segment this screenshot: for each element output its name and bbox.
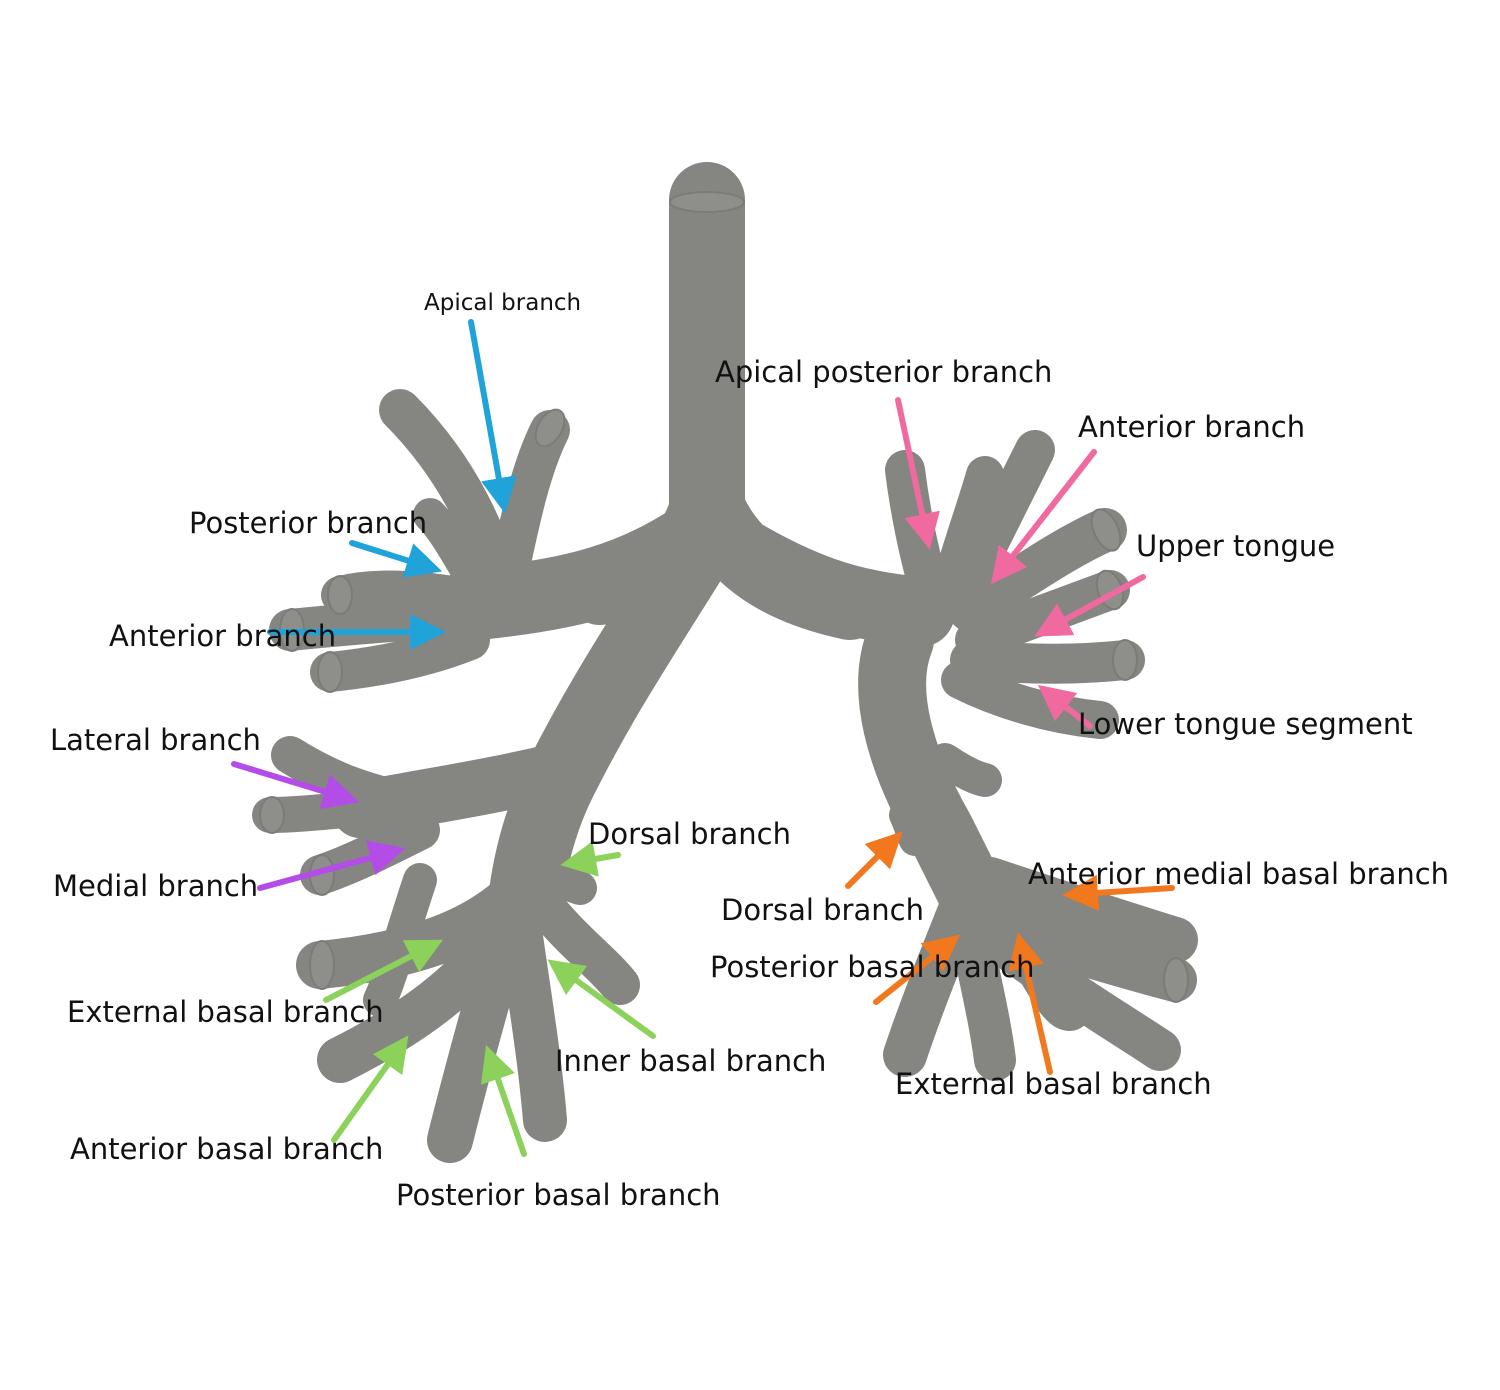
tube-opening: [1163, 957, 1189, 1003]
right-lateral-subbranch: [252, 787, 418, 833]
tube-opening: [259, 796, 285, 834]
label-dorsal-branch-right: Dorsal branch: [588, 817, 791, 851]
arrow-anterior-basal-branch: [331, 1035, 409, 1143]
label-lower-tongue-segment: Lower tongue segment: [1078, 707, 1413, 741]
label-upper-tongue: Upper tongue: [1136, 529, 1335, 563]
tube-opening: [534, 408, 566, 448]
trachea-opening: [669, 191, 745, 213]
left-lower-tongue: [950, 640, 1145, 684]
arrow-lateral-branch: [231, 761, 360, 809]
label-dorsal-branch-left: Dorsal branch: [721, 893, 924, 927]
annotation-arrows: [231, 319, 1175, 1157]
arrow-posterior-basal-branch-left: [873, 934, 961, 1005]
label-medial-branch: Medial branch: [53, 869, 258, 903]
arrow-inner-basal-branch: [547, 959, 656, 1039]
airway-tree: [252, 162, 1198, 1163]
label-anterior-basal-branch: Anterior basal branch: [70, 1132, 383, 1166]
label-posterior-basal-branch-right: Posterior basal branch: [396, 1178, 721, 1212]
arrow-upper-tongue: [1034, 574, 1146, 637]
arrow-apical-branch: [468, 319, 517, 514]
left-anterior-segment: [940, 430, 1055, 620]
arrow-dorsal-branch-right: [560, 841, 621, 877]
right-posterior-subbranch: [413, 498, 487, 592]
tube-opening: [1090, 508, 1122, 552]
left-dorsal-stub-upper: [928, 743, 1002, 797]
arrow-apical-posterior-branch: [895, 397, 940, 550]
left-posterior-basal-subbranch: [949, 909, 1016, 1081]
arrow-external-basal-branch-right: [323, 939, 444, 1003]
label-posterior-basal-branch-left: Posterior basal branch: [710, 950, 1035, 984]
label-anterior-branch-right: Anterior branch: [109, 619, 336, 653]
arrow-anterior-branch-left: [990, 449, 1097, 585]
labels: Apical branch Posterior branch Anterior …: [50, 290, 1449, 1212]
label-external-basal-branch-right: External basal branch: [67, 995, 384, 1029]
arrow-lower-tongue-segment: [1037, 684, 1093, 729]
label-posterior-branch: Posterior branch: [189, 506, 427, 540]
label-apical-branch: Apical branch: [424, 290, 581, 316]
right-dorsal-segment: [528, 853, 597, 905]
arrow-dorsal-branch-left: [845, 831, 903, 889]
right-anterior-subbranch: [310, 620, 490, 692]
tube-opening: [327, 575, 353, 615]
tube-opening: [1112, 639, 1138, 681]
arrow-medial-branch: [257, 840, 406, 891]
label-inner-basal-branch: Inner basal branch: [555, 1044, 826, 1078]
label-apical-posterior-branch: Apical posterior branch: [715, 355, 1052, 389]
tube-opening: [309, 940, 335, 990]
arrow-external-basal-branch-left: [1008, 932, 1053, 1075]
arrow-posterior-branch: [349, 540, 443, 578]
arrow-posterior-basal-branch-right: [480, 1044, 527, 1157]
label-external-basal-branch-left: External basal branch: [895, 1067, 1212, 1101]
label-lateral-branch: Lateral branch: [50, 723, 261, 757]
right-inner-basal-segment: [520, 880, 640, 1005]
label-anterior-medial-basal-branch: Anterior medial basal branch: [1028, 857, 1449, 891]
left-upper-tongue: [948, 508, 1127, 632]
left-dorsal-segment: [889, 799, 931, 856]
right-posterior-basal-segment-b: [498, 908, 567, 1142]
arrow-anterior-medial-basal-branch: [1062, 874, 1175, 911]
tube-opening: [317, 651, 343, 693]
label-anterior-branch-left: Anterior branch: [1078, 410, 1305, 444]
right-basal-connector: [363, 863, 437, 1017]
